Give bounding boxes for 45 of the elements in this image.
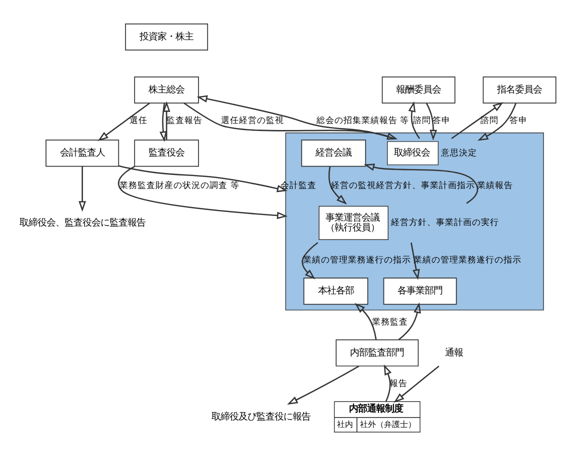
edge-label: 総会の招集業績報告 等 — [316, 116, 410, 126]
arrow — [162, 100, 170, 140]
arrow — [98, 102, 150, 141]
arrow — [184, 102, 398, 140]
node-text: 取締役及び監査役に報告 — [211, 410, 310, 422]
arrow — [478, 102, 517, 140]
arrow — [364, 163, 478, 204]
arrow — [384, 364, 392, 402]
arrow — [394, 365, 440, 402]
node-box: 報酬委員会 — [382, 76, 456, 103]
edge-label: 業績報告 — [477, 180, 514, 190]
node-box: 投資家・株主 — [125, 22, 208, 50]
edge-label: 諮問 — [480, 116, 498, 126]
edge-label: 諮問 — [412, 116, 431, 126]
node-box: 株主総会 — [134, 76, 199, 103]
node-box: 経営会議 — [301, 139, 366, 166]
node-box: 本社各部 — [303, 277, 368, 304]
edge-label: 業績の管理業務遂行の指示 — [303, 255, 412, 266]
edge-label: 業務監査 — [372, 316, 408, 327]
arrow — [118, 165, 288, 219]
arrow — [328, 166, 347, 204]
arrow — [398, 302, 421, 340]
node-box: 各事業部門 — [383, 277, 457, 304]
node-box: 内部監査部門 — [336, 338, 419, 366]
node-box: 会計監査人 — [46, 139, 120, 166]
node-text: 通報 — [445, 346, 464, 358]
edge-label: 選任経営の監視 — [221, 116, 284, 126]
arrow — [302, 242, 318, 279]
node-box: 指名委員会 — [482, 76, 556, 103]
node-text: 取締役会、監査役会に監査報告 — [19, 216, 146, 228]
arrow — [160, 102, 167, 142]
node-box: 監査役会 — [134, 139, 199, 166]
arrow — [196, 94, 394, 139]
edge-label: 選任 — [130, 116, 148, 126]
arrow — [78, 166, 86, 212]
arrow — [287, 365, 360, 404]
arrow — [451, 102, 504, 139]
node-label: 経営方針、事業計画の実行 — [390, 218, 499, 228]
node-label: 意思決定 — [441, 148, 478, 158]
edge-label: 業務監査財産の状況の調査 等 — [120, 180, 240, 190]
edge-label: 経営の監視経営方針、事業計画指示 — [330, 180, 475, 190]
edge-label: 答申 — [509, 116, 528, 126]
arrow — [118, 164, 288, 192]
arrow — [354, 302, 377, 340]
arrow — [408, 100, 420, 138]
